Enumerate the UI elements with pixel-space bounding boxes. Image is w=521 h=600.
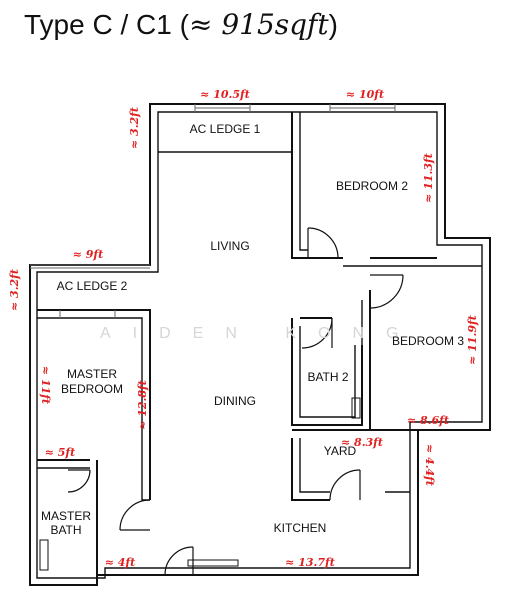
dim-bedroom-3-depth: ≈ 11.9ft [466,315,479,365]
bath-fixture [39,539,49,571]
dim-ac-ledge-1-width: ≈ 10.5ft [200,88,250,101]
room-bedroom-2: BEDROOM 2 [336,179,408,193]
bedroom-2-inner [299,112,308,251]
windows [30,104,396,318]
yard-wall [291,438,330,501]
dim-yard-width: ≈ 8.3ft [341,436,383,449]
bedroom-2-wall [291,112,343,259]
yard-inner [299,438,330,493]
door-bedroom-2 [307,227,339,259]
dim-ac-ledge-1-depth: ≈ 3.2ft [128,107,141,149]
title-prefix: Type C / C1 ( [24,9,189,40]
window-living [194,104,251,112]
title-approx: ≈ [188,8,222,41]
room-master-bedroom-line1: MASTER [67,367,117,381]
room-living: LIVING [210,239,249,253]
door-bedroom-3 [369,274,404,309]
door-master-bath [67,469,91,493]
dim-master-bedroom-depth: ≈ 11ft [39,366,52,404]
bath-2-inner [299,326,356,418]
window-bedroom-2 [329,104,396,112]
doors [67,227,404,576]
dim-bedroom-2-depth: ≈ 11.3ft [422,153,435,203]
room-master-bath-line2: BATH [50,523,81,537]
plan-title: Type C / C1 (≈ 915sqft) [24,8,338,41]
dim-yard-depth: ≈ 4.4ft [423,444,436,486]
room-master-bedroom-line2: BEDROOM [61,382,123,396]
dim-master-bedroom-width: ≈ 12.8ft [136,380,149,430]
title-area: 915sqft [221,8,329,41]
room-ac-ledge-2: AC LEDGE 2 [57,279,128,293]
room-master-bath-line1: MASTER [41,509,91,523]
watermark: AIDEN KONG [100,325,420,342]
bath-2-fixture [351,397,361,419]
title-suffix: ) [328,9,338,40]
master-bedroom-wall [37,309,151,500]
dim-ac-ledge-2-width: ≈ 9ft [73,248,104,261]
room-bath-2: BATH 2 [307,370,348,384]
dim-master-passage: ≈ 5ft [45,446,76,459]
dim-master-bath-width: ≈ 4ft [105,556,136,569]
window-master [59,310,116,318]
door-entry [164,546,194,576]
bath-2-wall [291,318,363,426]
room-yard: YARD [324,444,357,458]
door-yard [329,469,361,501]
dim-bedroom-3-width: ≈ 8.6ft [407,414,449,427]
window-ac-ledge-2 [30,264,150,269]
inner-wall [36,111,483,579]
dim-bedroom-2-width: ≈ 10ft [346,88,384,101]
master-bedroom-inner [37,317,150,501]
dim-kitchen-width: ≈ 13.7ft [285,556,335,569]
room-dining: DINING [214,394,256,408]
kitchen-counter [187,559,239,567]
room-bedroom-3: BEDROOM 3 [392,334,464,348]
door-master [119,499,151,531]
room-ac-ledge-1: AC LEDGE 1 [190,122,261,136]
dim-ac-ledge-2-depth: ≈ 3.2ft [8,269,21,311]
room-kitchen: KITCHEN [274,521,327,535]
